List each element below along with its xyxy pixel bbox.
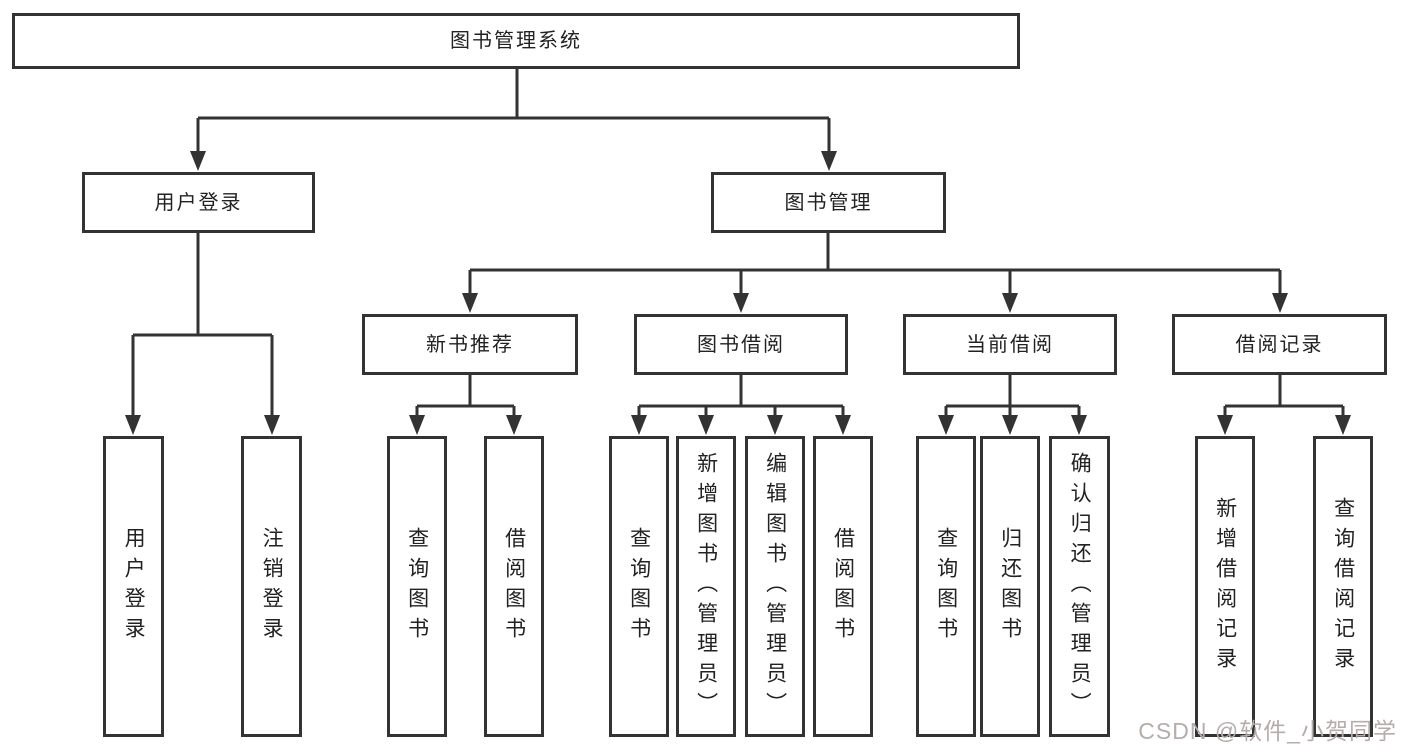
node-add-books-admin: 新增图书（管理员）: [676, 436, 736, 737]
node-user-login: 用户登录: [82, 172, 315, 233]
node-borrow-books-leaf: 借阅图书: [813, 436, 873, 737]
node-query-books-recommend: 查询图书: [387, 436, 447, 737]
node-confirm-return-admin: 确认归还（管理员）: [1049, 436, 1110, 737]
node-borrow-records: 借阅记录: [1172, 314, 1387, 375]
node-user-login-leaf: 用户登录: [103, 436, 164, 737]
node-add-borrow-record: 新增借阅记录: [1195, 436, 1255, 737]
node-book-borrow: 图书借阅: [634, 314, 848, 375]
connector-paths: [131, 68, 1345, 419]
node-new-book-recommend: 新书推荐: [362, 314, 578, 375]
node-book-management: 图书管理: [711, 172, 946, 233]
csdn-watermark: CSDN @软件_小贺同学: [1138, 718, 1397, 744]
node-edit-books-admin: 编辑图书（管理员）: [745, 436, 805, 737]
arrowheads: [125, 151, 1351, 435]
node-query-borrow-record: 查询借阅记录: [1313, 436, 1373, 737]
node-query-books-current: 查询图书: [916, 436, 976, 737]
node-library-system: 图书管理系统: [12, 13, 1020, 69]
node-borrow-books-recommend: 借阅图书: [484, 436, 544, 737]
node-logout-leaf: 注销登录: [241, 436, 302, 737]
node-current-borrow: 当前借阅: [903, 314, 1117, 375]
node-query-books-borrow: 查询图书: [609, 436, 669, 737]
node-return-books: 归还图书: [980, 436, 1040, 737]
